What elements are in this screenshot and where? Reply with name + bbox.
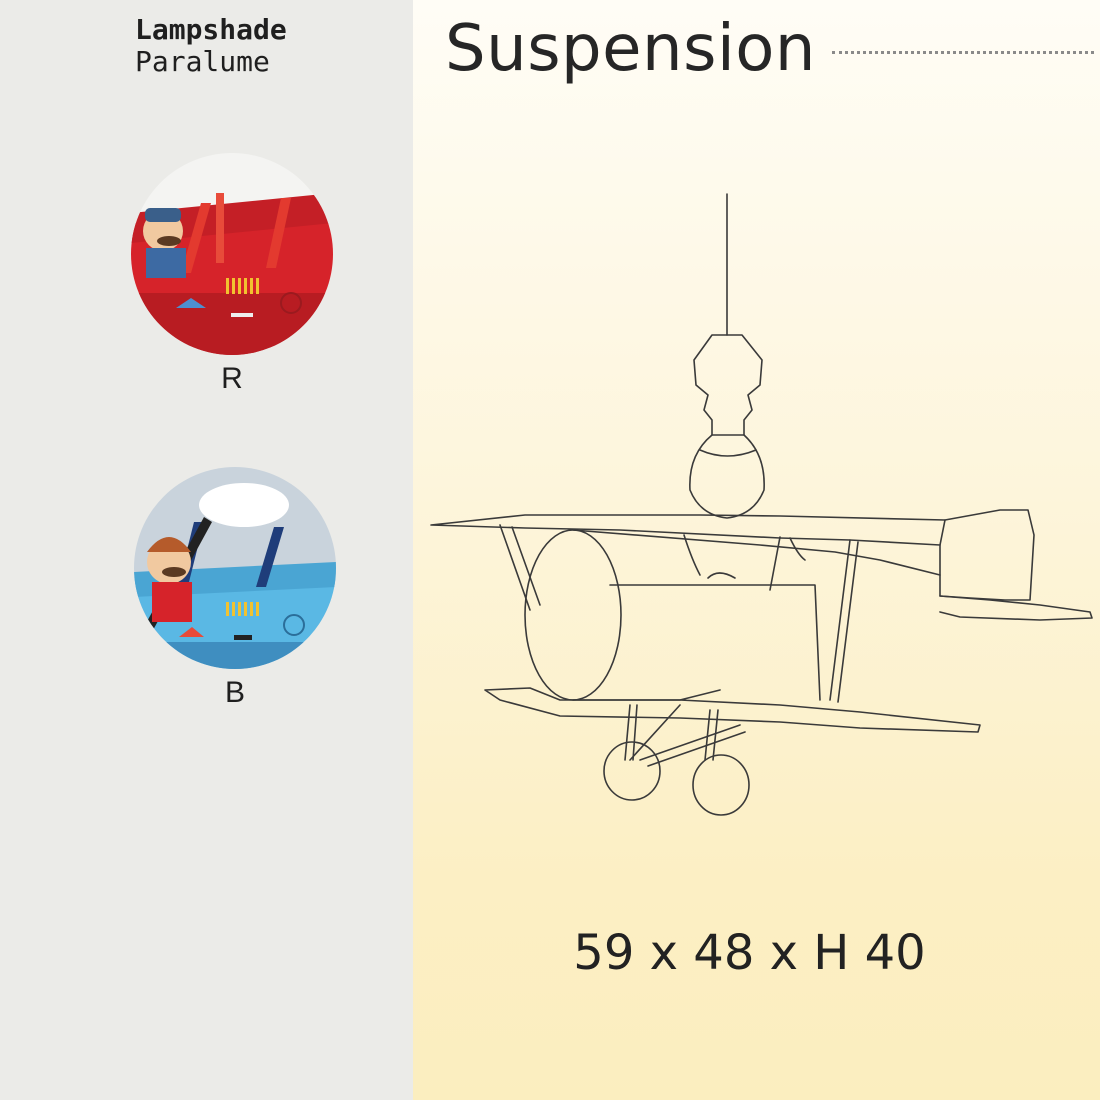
airplane-line-drawing (413, 170, 1100, 850)
title-dotted-rule (832, 51, 1094, 54)
blue-airplane-photo (134, 467, 336, 669)
product-title: Suspension (445, 12, 816, 86)
lampshade-heading: Lampshade Paralume (135, 14, 287, 78)
product-dimensions: 59 x 48 x H 40 (413, 925, 1100, 981)
swatch-red-airplane[interactable] (131, 153, 333, 355)
swatch-code-red: R (221, 362, 243, 395)
swatch-blue-airplane[interactable] (134, 467, 336, 669)
dimensions-text: 59 x 48 x H 40 (573, 925, 926, 981)
red-airplane-photo (131, 153, 333, 355)
product-panel (413, 0, 1100, 1100)
swatch-code-blue: B (224, 676, 245, 709)
lampshade-label-it: Paralume (135, 45, 270, 78)
lampshade-label-en: Lampshade (135, 13, 287, 46)
